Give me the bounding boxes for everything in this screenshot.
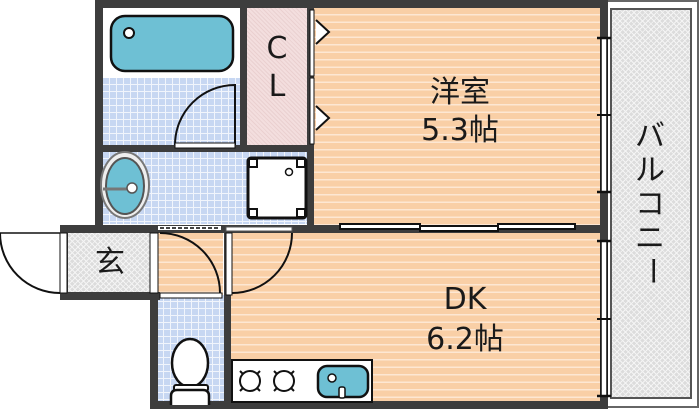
entrance-floor <box>68 233 150 293</box>
entrance-step-icon <box>149 232 159 294</box>
wall-left-upper <box>95 0 103 233</box>
balcony-char: ニ <box>635 221 665 256</box>
closet-label-l: L <box>268 69 286 104</box>
balcony-char: ー <box>633 256 668 286</box>
closet-label-c: C <box>266 31 288 66</box>
balcony-floor <box>610 8 692 399</box>
balcony-char: バ <box>635 119 665 154</box>
bath-door-icon <box>174 83 236 149</box>
dk-door-icon <box>225 232 293 296</box>
western-room-floor <box>313 8 602 226</box>
dk-size: 6.2帖 <box>426 322 504 357</box>
wall-right <box>600 0 608 408</box>
window-western-room-icon <box>597 36 611 194</box>
wall-bath-closet <box>240 8 247 152</box>
dk-label: DK 6.2帖 <box>395 280 535 360</box>
entrance-label: 玄 <box>95 245 125 280</box>
wall-entrance-bottom <box>60 292 160 300</box>
western-room-name: 洋室 <box>430 75 490 110</box>
closet-label: C L <box>247 30 307 106</box>
wall-top <box>95 0 608 8</box>
balcony-outline <box>604 0 699 408</box>
window-dk-icon <box>597 239 611 398</box>
wall-toilet-right <box>224 233 231 408</box>
closet-door-icon <box>309 9 331 145</box>
washing-machine-pan-icon <box>246 156 308 220</box>
bathroom-floor <box>103 78 240 145</box>
room-sliding-door-icon <box>339 223 576 232</box>
bathtub-icon <box>109 14 235 73</box>
washbasin-icon <box>100 151 150 219</box>
balcony-label: バ ル コ ニ ー <box>625 120 675 294</box>
western-room-label: 洋室 5.3帖 <box>380 74 540 150</box>
closet-floor <box>247 8 307 145</box>
balcony-char: ル <box>635 153 665 188</box>
wall-toilet-left <box>150 292 158 408</box>
wall-bottom <box>150 401 608 409</box>
washroom-sliding-door-icon <box>158 226 293 232</box>
toilet-door-icon <box>159 232 223 299</box>
western-room-size: 5.3帖 <box>421 113 499 148</box>
entrance-door-icon <box>0 232 68 294</box>
balcony-char: コ <box>635 187 665 222</box>
wall-middle-horizontal <box>60 225 608 233</box>
stove-burner-icon <box>239 370 295 392</box>
dk-name: DK <box>443 282 487 317</box>
kitchen-sink-icon <box>316 364 370 399</box>
toilet-icon <box>169 337 211 405</box>
